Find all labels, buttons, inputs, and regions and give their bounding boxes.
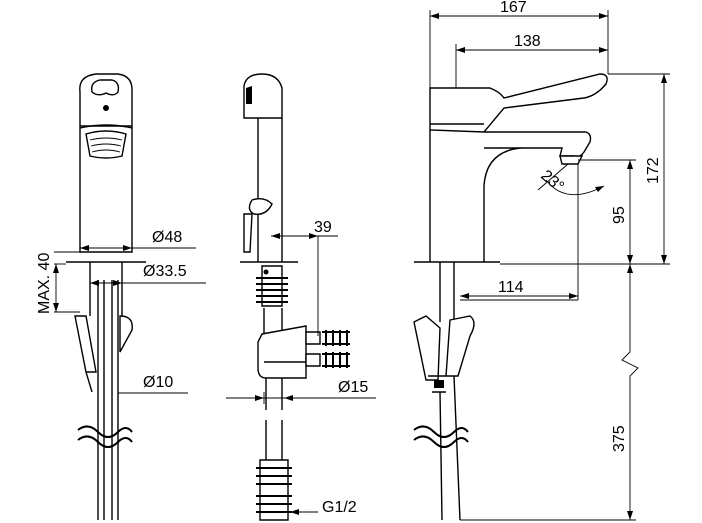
dim-angle: 23°	[537, 167, 566, 196]
dim-shank-diameter: Ø33.5	[143, 263, 187, 280]
dim-spout-height: 95	[611, 206, 628, 224]
side-valve-block	[257, 325, 350, 379]
side-shank-connector	[256, 265, 288, 307]
dim-spout-reach: 114	[498, 279, 524, 296]
dim-connection-diameter: Ø15	[338, 379, 368, 396]
dim-max-deck-thickness: MAX. 40	[36, 253, 53, 314]
profile-spout	[484, 131, 592, 158]
front-break-mark	[77, 425, 133, 448]
profile-clamp	[413, 315, 475, 393]
profile-lever	[429, 73, 608, 133]
profile-hose	[439, 375, 461, 521]
profile-body	[429, 130, 575, 262]
dim-overall-width: 167	[500, 0, 527, 16]
dim-hose-diameter: Ø10	[143, 374, 173, 391]
front-body	[79, 126, 133, 253]
front-clamp	[74, 315, 133, 393]
dim-lever-width: 138	[514, 33, 541, 50]
side-handle-top	[243, 73, 283, 119]
indicator-dot-icon	[103, 105, 109, 111]
side-g-connector	[256, 459, 292, 521]
side-lever	[248, 197, 273, 215]
profile-break-mark	[413, 425, 469, 448]
front-view: Ø48 Ø33.5 Ø10 MAX. 40	[36, 73, 206, 520]
front-shank	[89, 262, 123, 316]
front-handle	[79, 73, 133, 127]
side-view: 39 Ø15 G1/2	[226, 73, 376, 521]
front-spout-aerator	[79, 124, 133, 159]
profile-view: 23° 167 138 172 95 114 375	[413, 0, 670, 521]
dim-hose-length: 375	[611, 425, 628, 452]
side-pipe	[265, 378, 283, 460]
dim-offset: 39	[314, 219, 332, 236]
dim-overall-height: 172	[645, 157, 662, 184]
front-hose-pair	[97, 280, 119, 520]
side-body	[257, 118, 283, 262]
dim-body-diameter: Ø48	[152, 229, 182, 246]
dim-thread: G1/2	[322, 499, 357, 516]
profile-shank	[439, 262, 455, 322]
side-handle-grip-icon	[246, 86, 252, 104]
